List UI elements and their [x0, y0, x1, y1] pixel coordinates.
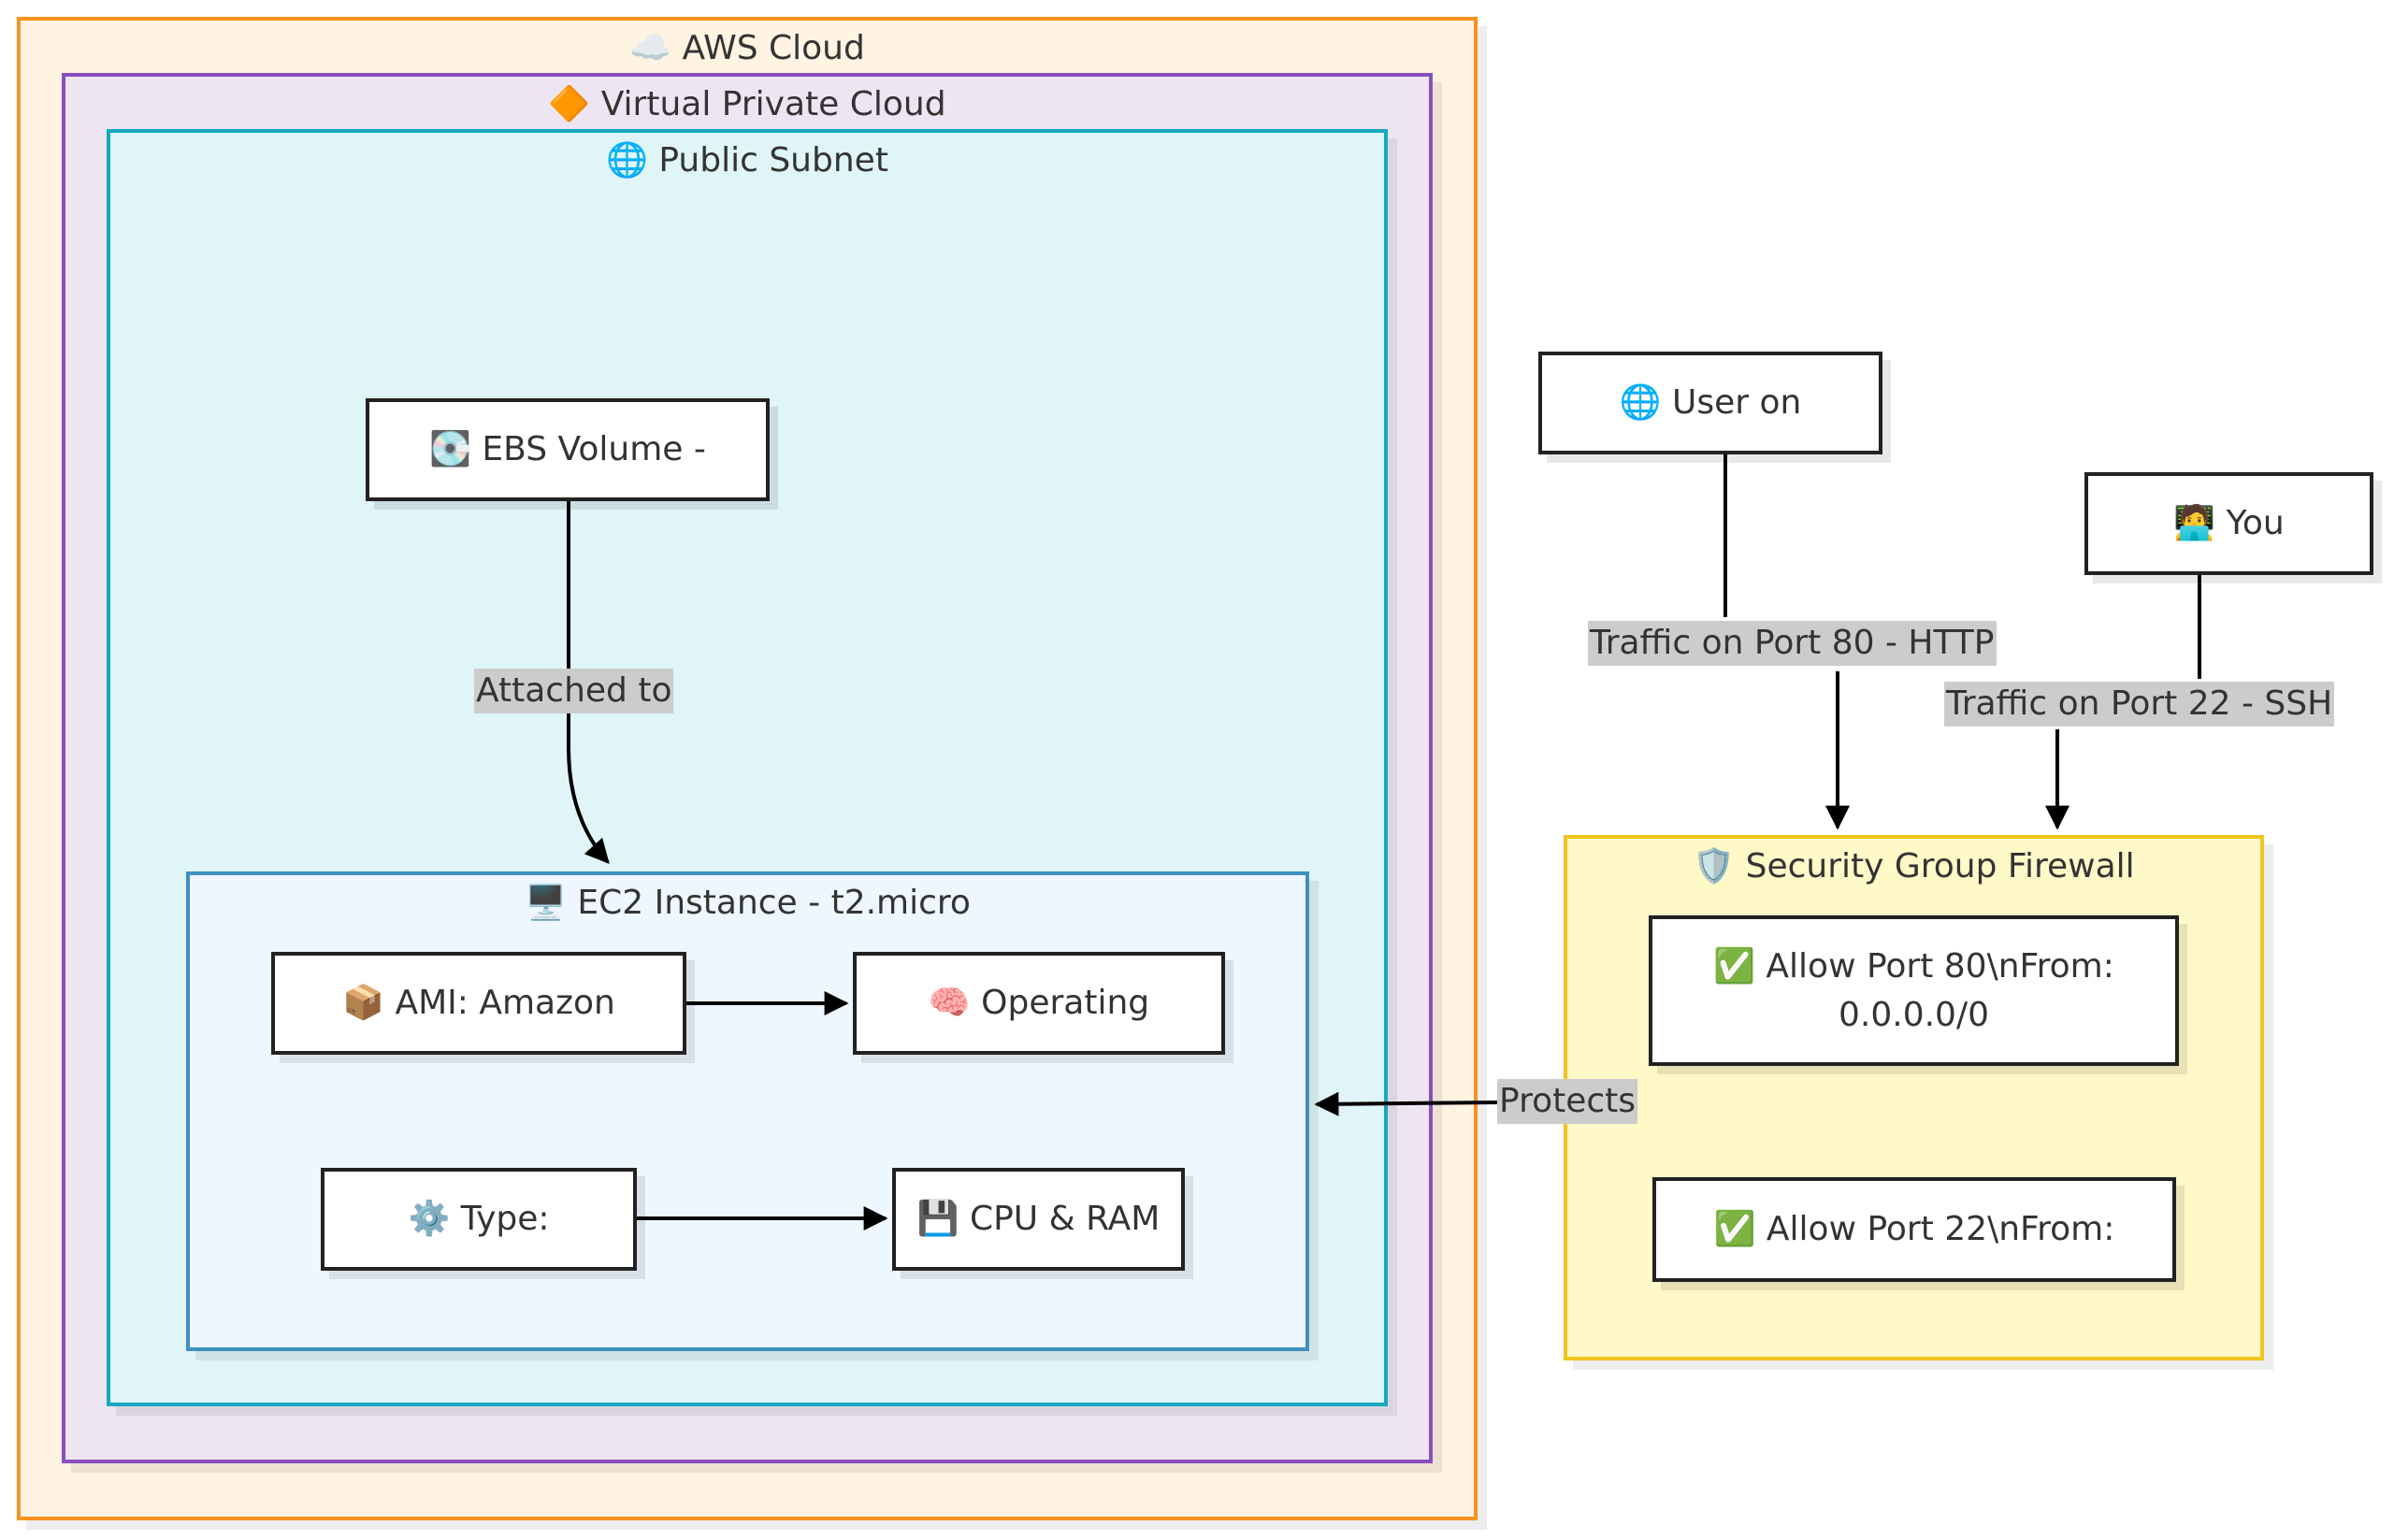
- edge-you-to-sg: [2057, 575, 2201, 828]
- desktop-computer-icon: 🖥️: [525, 884, 567, 922]
- disk-icon: 💽: [429, 430, 471, 468]
- brain-icon: 🧠: [928, 984, 971, 1022]
- allow-port-22-node[interactable]: ✅ Allow Port 22\nFrom:: [1652, 1177, 2176, 1282]
- allow-port-80-node[interactable]: ✅ Allow Port 80\nFrom: 0.0.0.0/0: [1649, 915, 2179, 1066]
- globe-icon: 🌐: [1619, 383, 1662, 422]
- check-mark-icon: ✅: [1713, 946, 1755, 986]
- ebs-volume-node[interactable]: 💽 EBS Volume -: [366, 398, 770, 501]
- you-node[interactable]: 🧑‍💻 You: [2084, 472, 2373, 575]
- check-mark-icon: ✅: [1713, 1210, 1756, 1248]
- globe-icon: 🌐: [606, 141, 648, 180]
- edge-ebs-to-ec2: [567, 501, 610, 864]
- edge-user-to-sg: [1723, 454, 1838, 828]
- user-node[interactable]: 🌐 User on: [1538, 352, 1882, 454]
- cpu-ram-node[interactable]: 💾 CPU & RAM: [892, 1168, 1185, 1271]
- gear-icon: ⚙️: [408, 1200, 451, 1238]
- technologist-icon: 🧑‍💻: [2173, 504, 2216, 542]
- edge-label-port-22: Traffic on Port 22 - SSH: [1944, 682, 2335, 727]
- cloud-icon: ☁️: [629, 29, 671, 67]
- edge-label-attached-to: Attached to: [474, 669, 674, 713]
- package-icon: 📦: [342, 984, 384, 1022]
- edge-label-protects: Protects: [1497, 1079, 1638, 1124]
- ami-node[interactable]: 📦 AMI: Amazon: [271, 952, 686, 1055]
- vpc-title: 🔶 Virtual Private Cloud: [548, 85, 946, 123]
- ec2-instance-title: 🖥️ EC2 Instance - t2.micro: [525, 884, 971, 922]
- instance-type-node[interactable]: ⚙️ Type:: [321, 1168, 637, 1271]
- security-group-title: 🛡️ Security Group Firewall: [1693, 847, 2135, 885]
- floppy-disk-icon: 💾: [916, 1200, 959, 1238]
- edge-sg-protects-ec2: [1314, 1091, 1499, 1116]
- public-subnet-title: 🌐 Public Subnet: [606, 141, 888, 180]
- aws-cloud-title: ☁️ AWS Cloud: [629, 29, 865, 67]
- operating-system-node[interactable]: 🧠 Operating: [853, 952, 1225, 1055]
- ec2-instance-group: 🖥️ EC2 Instance - t2.micro: [186, 871, 1309, 1351]
- shield-icon: 🛡️: [1693, 847, 1736, 885]
- edge-label-port-80: Traffic on Port 80 - HTTP: [1588, 621, 1997, 666]
- orange-diamond-icon: 🔶: [548, 85, 591, 123]
